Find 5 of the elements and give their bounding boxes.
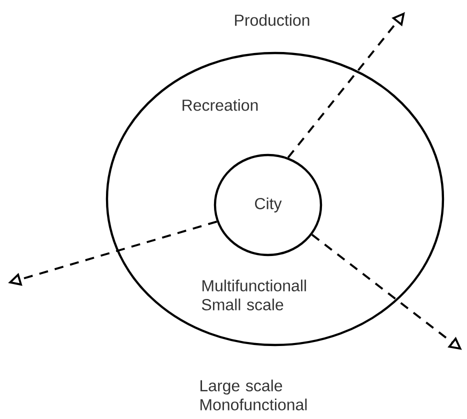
zone-label: Large scale Monofunctional [200, 380, 307, 410]
zone-label: City [255, 198, 282, 212]
zone-label: Multifunctionall Small scale [202, 280, 306, 310]
zone-label: Production [235, 14, 310, 26]
zone-label: Recreation [182, 99, 258, 111]
